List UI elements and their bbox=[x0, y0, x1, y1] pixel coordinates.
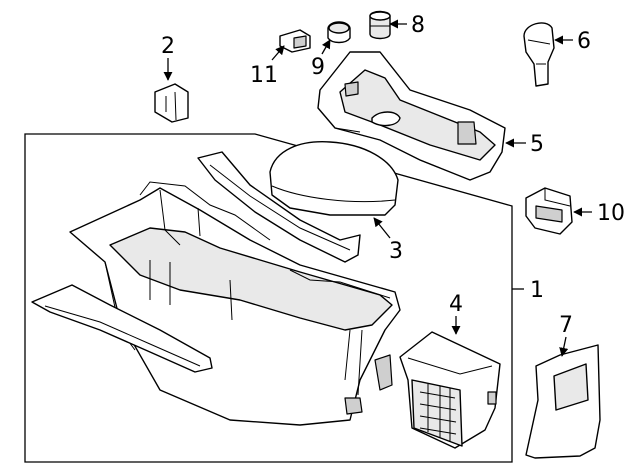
callout-2: 2 bbox=[161, 34, 175, 59]
callout-11: 11 bbox=[250, 63, 278, 88]
part-9-clip bbox=[327, 21, 351, 44]
part-8-knob bbox=[369, 10, 391, 40]
callout-3: 3 bbox=[389, 239, 403, 264]
callout-4: 4 bbox=[449, 292, 463, 317]
part-6-shift-knob bbox=[523, 22, 555, 87]
part-1-console-body bbox=[69, 181, 401, 426]
leader-3 bbox=[373, 217, 391, 239]
leader-9 bbox=[321, 39, 331, 55]
part-1-side-trim bbox=[31, 284, 213, 373]
leader-7 bbox=[559, 336, 569, 357]
callout-1: 1 bbox=[530, 278, 544, 303]
part-2-bracket bbox=[154, 83, 189, 123]
part-7-side-panel bbox=[525, 344, 601, 459]
callout-10: 10 bbox=[597, 201, 625, 226]
part-10-connector bbox=[525, 187, 573, 235]
leader-11 bbox=[271, 45, 285, 61]
callout-6: 6 bbox=[577, 29, 591, 54]
part-5-shifter-bezel bbox=[317, 51, 506, 181]
assembly-frame bbox=[24, 133, 513, 463]
callout-8: 8 bbox=[411, 13, 425, 38]
callout-5: 5 bbox=[530, 132, 544, 157]
callout-7: 7 bbox=[559, 313, 573, 338]
part-4-storage-bin bbox=[399, 331, 501, 449]
part-11-bracket bbox=[279, 29, 311, 53]
part-3-armrest bbox=[197, 141, 399, 263]
callout-9: 9 bbox=[311, 55, 325, 80]
